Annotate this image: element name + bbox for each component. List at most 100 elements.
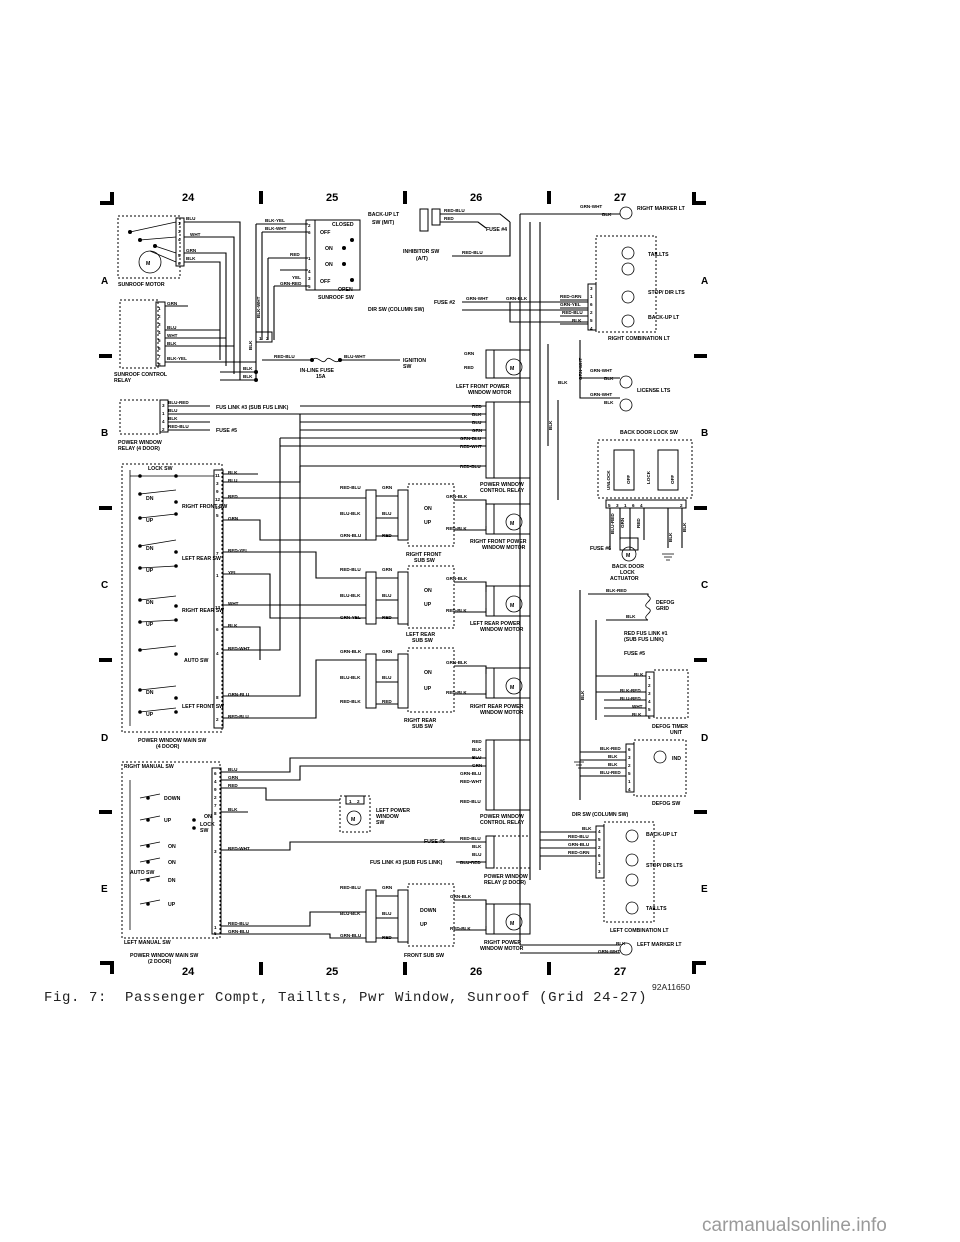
svg-text:6: 6 — [308, 230, 311, 235]
svg-text:GRN-BLK: GRN-BLK — [446, 576, 468, 581]
svg-text:6: 6 — [598, 853, 601, 858]
svg-text:RED-BLU: RED-BLU — [340, 567, 361, 572]
svg-text:2: 2 — [158, 314, 161, 319]
svg-text:7: 7 — [214, 803, 217, 808]
grid-col-bottom: 26 — [470, 966, 482, 978]
svg-text:RED-BLK: RED-BLK — [446, 608, 467, 613]
svg-text:WINDOW MOTOR: WINDOW MOTOR — [480, 710, 524, 716]
svg-text:2: 2 — [357, 799, 360, 804]
svg-text:GRN: GRN — [382, 649, 393, 654]
svg-text:LOCK: LOCK — [200, 822, 215, 828]
svg-text:RIGHT FRONT SW: RIGHT FRONT SW — [182, 504, 227, 510]
svg-text:GRN-BLK: GRN-BLK — [450, 894, 472, 899]
svg-text:GRN-WHT: GRN-WHT — [578, 358, 583, 380]
svg-text:(4 DOOR): (4 DOOR) — [156, 744, 180, 750]
svg-text:POWER WINDOW MAIN SW: POWER WINDOW MAIN SW — [138, 738, 206, 744]
svg-text:AUTO SW: AUTO SW — [184, 658, 209, 664]
grid-row-dividers — [99, 354, 707, 814]
svg-text:2: 2 — [598, 845, 601, 850]
svg-text:BACK DOOR: BACK DOOR — [612, 564, 644, 570]
svg-text:RIGHT POWER: RIGHT POWER — [484, 940, 521, 946]
left-combination-lt: DIR SW (COLUMN SW) 45 26 13 BLK RED-BLU … — [540, 812, 683, 934]
svg-text:7: 7 — [216, 551, 219, 556]
grid-corner-bottom-left — [100, 961, 114, 974]
svg-text:RED: RED — [290, 252, 300, 257]
svg-text:SUNROOF CONTROL: SUNROOF CONTROL — [114, 372, 168, 378]
svg-text:WHT: WHT — [190, 232, 201, 237]
svg-text:DN: DN — [146, 496, 154, 502]
svg-text:BLK: BLK — [572, 318, 582, 323]
svg-text:ON: ON — [424, 670, 432, 676]
svg-text:WHT: WHT — [632, 704, 643, 709]
svg-text:TAILLTS: TAILLTS — [646, 906, 667, 912]
svg-text:GRN: GRN — [167, 301, 178, 306]
svg-text:OFF: OFF — [320, 279, 330, 285]
svg-text:(SUB FUS LINK): (SUB FUS LINK) — [624, 637, 664, 643]
svg-text:GRN-WHT: GRN-WHT — [598, 949, 620, 954]
svg-text:M: M — [146, 261, 150, 267]
svg-text:RED-GRN: RED-GRN — [568, 850, 590, 855]
svg-text:3: 3 — [308, 276, 311, 281]
left-marker-lt: BLK GRN-WHT LEFT MARKER LT — [520, 941, 682, 956]
svg-text:BLK-RED: BLK-RED — [620, 688, 641, 693]
svg-text:GRN-BLK: GRN-BLK — [506, 296, 528, 301]
svg-text:1: 1 — [648, 675, 651, 680]
sunroof-sw-label: SUNROOF SW — [318, 295, 354, 301]
svg-text:GRN: GRN — [464, 351, 475, 356]
svg-text:4: 4 — [178, 237, 181, 242]
svg-text:2: 2 — [648, 683, 651, 688]
svg-text:LEFT REAR: LEFT REAR — [406, 632, 435, 638]
svg-text:BLU-BLK: BLU-BLK — [340, 593, 361, 598]
svg-text:RED-BLK: RED-BLK — [446, 690, 467, 695]
svg-text:2: 2 — [628, 763, 631, 768]
svg-text:2: 2 — [214, 795, 217, 800]
svg-text:LOCK: LOCK — [646, 470, 651, 484]
svg-text:3: 3 — [216, 481, 219, 486]
svg-text:(A/T): (A/T) — [416, 256, 428, 262]
svg-text:GRN-BLU: GRN-BLU — [568, 842, 590, 847]
grid-tick-top — [259, 191, 263, 204]
svg-text:YEL: YEL — [228, 570, 237, 575]
svg-text:UP: UP — [420, 922, 428, 928]
svg-text:WHT: WHT — [228, 601, 239, 606]
power-window-control-relay: RED BLK BLU GRN GRN-BLU RED-WHT RED-BLU … — [280, 401, 531, 494]
svg-text:GRN-BLK: GRN-BLK — [446, 660, 468, 665]
svg-text:BLK-RED: BLK-RED — [606, 588, 627, 593]
svg-text:BLK: BLK — [604, 400, 614, 405]
svg-text:LOCK SW: LOCK SW — [148, 466, 173, 472]
grid-tick-bottom — [259, 962, 263, 975]
svg-text:1: 1 — [349, 799, 352, 804]
grid-row-left: E — [101, 884, 108, 895]
svg-text:LEFT COMBINATION LT: LEFT COMBINATION LT — [610, 928, 669, 934]
grid-row-left: B — [101, 428, 108, 439]
svg-text:3: 3 — [214, 849, 217, 854]
svg-text:BLK: BLK — [668, 532, 673, 542]
svg-text:6: 6 — [214, 771, 217, 776]
svg-text:6: 6 — [632, 503, 635, 508]
svg-text:CONTROL RELAY: CONTROL RELAY — [480, 488, 525, 494]
svg-text:2: 2 — [680, 503, 683, 508]
svg-text:4: 4 — [640, 503, 643, 508]
grid-corner-top-left — [100, 192, 114, 205]
svg-text:DEFOG SW: DEFOG SW — [652, 801, 680, 807]
grid-corner-top-right — [692, 192, 706, 205]
svg-text:2: 2 — [216, 717, 219, 722]
svg-text:WINDOW MOTOR: WINDOW MOTOR — [480, 946, 524, 952]
svg-text:ON: ON — [168, 844, 176, 850]
right-rear-sub-sw: GRN-BLK BLU-BLK RED-BLK GRN BLU RED ON U… — [340, 647, 531, 730]
svg-text:RED: RED — [382, 699, 392, 704]
grid-tick-bottom — [403, 962, 407, 975]
svg-text:POWER WINDOW: POWER WINDOW — [484, 874, 528, 880]
svg-text:BLK: BLK — [228, 470, 238, 475]
svg-text:15A: 15A — [316, 374, 326, 380]
svg-text:BACK DOOR LOCK SW: BACK DOOR LOCK SW — [620, 430, 678, 436]
right-front-sub-sw: RED-BLU BLU-BLK GRN-BLU GRN BLU RED ON U… — [340, 483, 531, 564]
svg-text:RED-BLU: RED-BLU — [168, 424, 189, 429]
svg-text:8: 8 — [214, 811, 217, 816]
svg-text:1: 1 — [216, 573, 219, 578]
svg-text:4: 4 — [628, 787, 631, 792]
svg-text:SW: SW — [376, 820, 384, 826]
svg-text:BLK: BLK — [243, 366, 253, 371]
sunroof-motor: M 1 3 4 5 6 SUNROOF MOTOR — [117, 215, 185, 288]
